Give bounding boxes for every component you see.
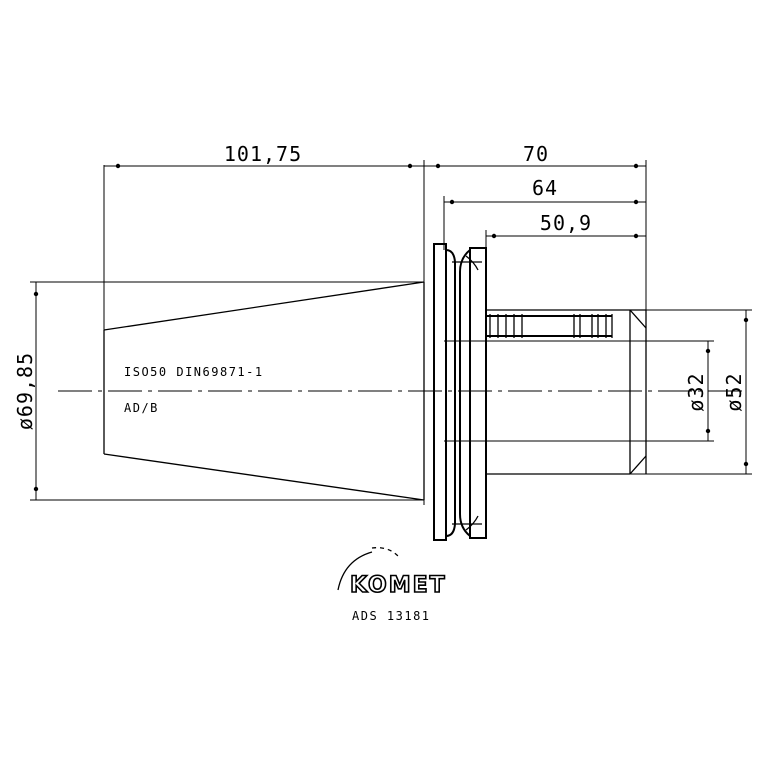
dim-bore-diameter: ø32 xyxy=(444,340,714,442)
shank xyxy=(486,309,647,475)
part-number-label: ADS 13181 xyxy=(352,609,431,623)
dim-bore-diameter-label: ø32 xyxy=(684,372,708,411)
dim-overall-length-label: 70 xyxy=(523,142,549,166)
standard-label: ISO50 DIN69871-1 xyxy=(124,365,264,379)
dim-outer-diameter-label: ø52 xyxy=(722,372,746,411)
komet-logo-text: KOMET xyxy=(350,573,447,598)
komet-logo: KOMET xyxy=(337,547,447,599)
dim-overall-length: 70 xyxy=(424,142,647,310)
dim-cone-diameter: ø69,85 xyxy=(13,281,424,501)
dim-cone-length: 101,75 xyxy=(103,142,425,505)
dim-cone-diameter-label: ø69,85 xyxy=(13,352,37,430)
form-label: AD/B xyxy=(124,401,159,415)
dim-length-50-9: 50,9 xyxy=(485,211,646,252)
flange xyxy=(433,243,487,541)
dim-outer-diameter: ø52 xyxy=(630,309,752,475)
dim-cone-length-label: 101,75 xyxy=(224,142,302,166)
dim-length-50-9-label: 50,9 xyxy=(540,211,592,235)
dim-length-64-label: 64 xyxy=(532,176,558,200)
taper-cone xyxy=(103,281,425,501)
dim-length-64: 64 xyxy=(443,176,646,250)
